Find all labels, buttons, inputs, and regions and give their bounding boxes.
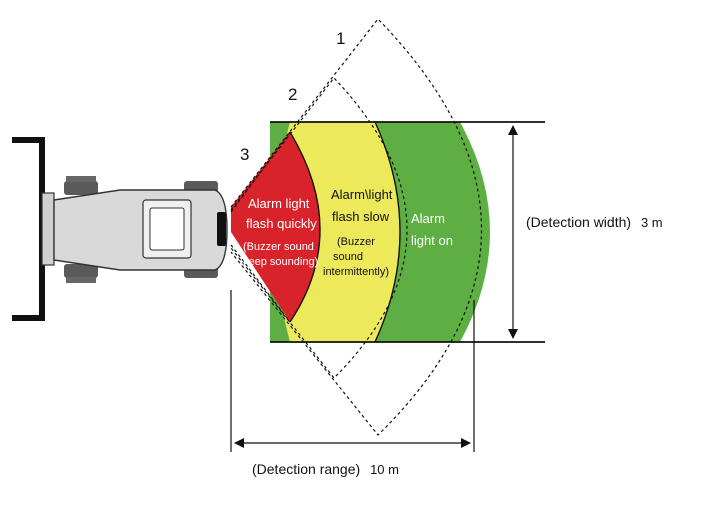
yellow-zone-line4: sound — [333, 251, 363, 263]
red-zone-line3: (Buzzer sound — [243, 241, 314, 253]
forklift-sensor — [217, 212, 226, 246]
zone-3-number: 3 — [240, 145, 249, 164]
yellow-zone-boundary — [374, 121, 401, 343]
red-zone-line2: flash quickly — [246, 216, 317, 231]
detection-width-label: (Detection width) 3 m — [526, 214, 663, 230]
yellow-zone-line5: intermittently) — [323, 266, 389, 278]
forklift-body — [53, 189, 228, 271]
zone-1-boundary — [230, 18, 483, 436]
green-zone-line2: light on — [411, 233, 453, 248]
detection-range-label: (Detection range) 10 m — [252, 461, 399, 477]
detection-range-value: 10 m — [370, 462, 399, 477]
zone-2-boundary — [230, 77, 408, 379]
zone-1-number: 1 — [336, 29, 345, 48]
forklift-icon — [12, 137, 228, 321]
yellow-zone-line2: flash slow — [332, 209, 390, 224]
detection-width-value: 3 m — [641, 215, 663, 230]
forklift-carriage — [41, 192, 55, 266]
zone-2-number: 2 — [288, 85, 297, 104]
red-zone-line1: Alarm light — [248, 196, 310, 211]
green-zone-line1: Alarm — [411, 211, 445, 226]
red-zone-boundary — [289, 131, 321, 323]
red-zone-line4: keep sounding) — [243, 256, 318, 268]
detection-range-text: (Detection range) — [252, 461, 360, 477]
forklift-seat — [149, 207, 185, 251]
yellow-zone-line3: (Buzzer — [337, 236, 375, 248]
yellow-zone-line1: Alarm\light — [331, 187, 393, 202]
detection-width-text: (Detection width) — [526, 214, 631, 230]
forklift-forks — [12, 137, 45, 321]
zone-3-boundary — [230, 131, 291, 323]
red-zone — [231, 132, 320, 322]
